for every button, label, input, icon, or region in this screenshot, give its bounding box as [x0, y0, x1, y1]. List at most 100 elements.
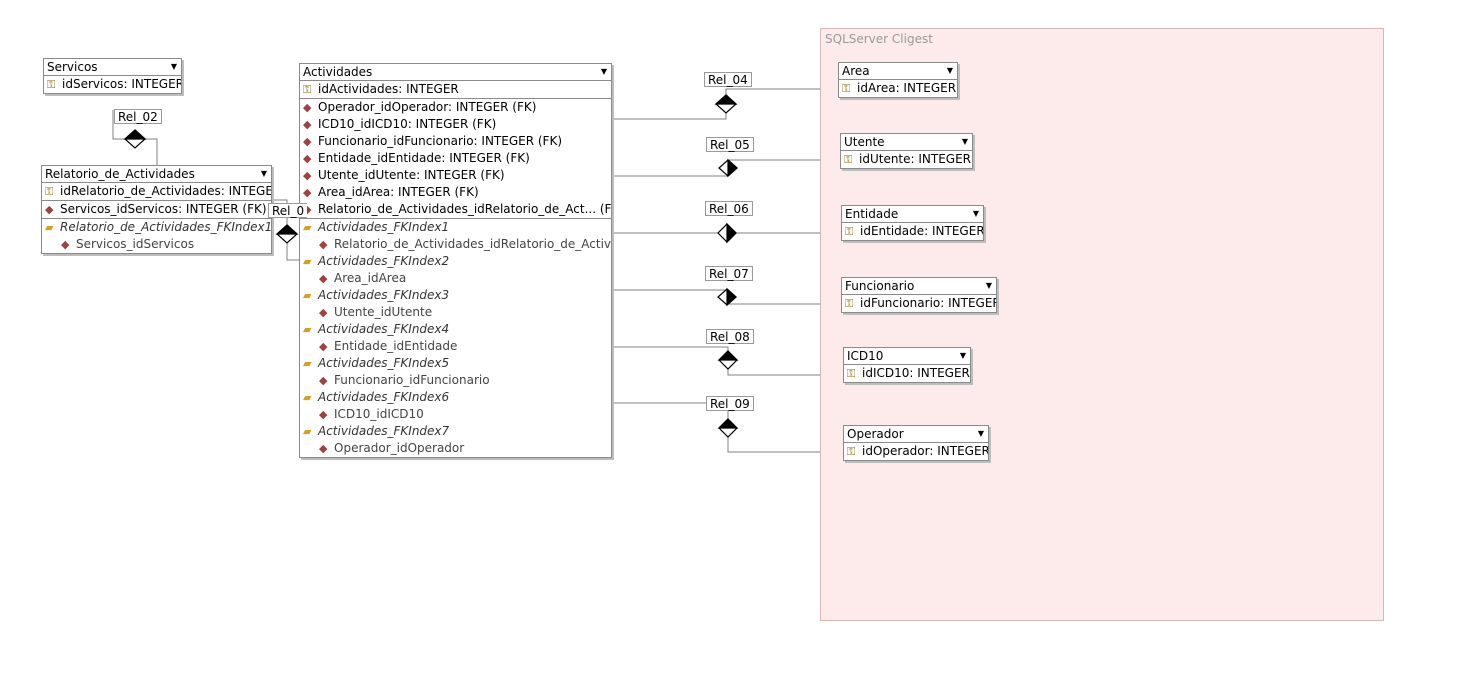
foreign-key-column[interactable]: ◆Area_idArea: INTEGER (FK) [300, 184, 611, 201]
index-column[interactable]: ◆Area_idArea [300, 270, 611, 287]
foreign-key-column[interactable]: ◆ Servicos_idServicos: INTEGER (FK) [42, 201, 271, 219]
chevron-down-icon[interactable]: ▼ [170, 62, 177, 71]
entity-title[interactable]: Servicos ▼ [44, 59, 181, 76]
primary-key-column[interactable]: ⚿ idServicos: INTEGER [44, 76, 181, 93]
rel-03-label[interactable]: Rel_0 [268, 203, 308, 218]
entity-utente[interactable]: Utente ▼ ⚿ idUtente: INTEGER [840, 133, 973, 169]
index-label: Relatorio_de_Actividades_FKIndex1 [60, 220, 271, 234]
chevron-down-icon[interactable]: ▼ [600, 67, 607, 76]
diamond-icon: ◆ [303, 152, 312, 165]
chevron-down-icon[interactable]: ▼ [961, 137, 968, 146]
diamond-icon: ◆ [61, 238, 70, 251]
key-icon: ⚿ [845, 297, 854, 310]
index-column[interactable]: ◆Relatorio_de_Actividades_idRelatorio_de… [300, 236, 611, 253]
entity-icd10[interactable]: ICD10 ▼ ⚿ idICD10: INTEGER [843, 347, 971, 383]
column-label: Funcionario_idFuncionario: INTEGER (FK) [318, 134, 563, 148]
column-label: ICD10_idICD10 [334, 407, 424, 421]
index-item[interactable]: ▰Actividades_FKIndex1 [300, 219, 611, 236]
column-label: idEntidade: INTEGER [860, 224, 983, 238]
foreign-key-column[interactable]: ◆Funcionario_idFuncionario: INTEGER (FK) [300, 133, 611, 150]
index-column[interactable]: ◆Operador_idOperador [300, 440, 611, 457]
entity-title[interactable]: Operador ▼ [844, 426, 988, 443]
rel-02-label[interactable]: Rel_02 [114, 109, 162, 124]
entity-relatorio-de-actividades[interactable]: Relatorio_de_Actividades ▼ ⚿ idRelatorio… [41, 165, 272, 254]
rel-07-label[interactable]: Rel_07 [705, 266, 753, 281]
rel-06-label[interactable]: Rel_06 [705, 201, 753, 216]
entity-operador[interactable]: Operador ▼ ⚿ idOperador: INTEGER [843, 425, 989, 461]
diamond-icon: ◆ [303, 169, 312, 182]
foreign-key-column[interactable]: ◆Relatorio_de_Actividades_idRelatorio_de… [300, 201, 611, 219]
rel-04-line [612, 88, 840, 120]
key-icon: ⚿ [847, 367, 856, 380]
rel-04-label[interactable]: Rel_04 [704, 72, 752, 87]
chevron-down-icon[interactable]: ▼ [985, 281, 992, 290]
index-item[interactable]: ▰Actividades_FKIndex6 [300, 389, 611, 406]
column-label: idFuncionario: INTEGER [860, 296, 996, 310]
primary-key-column[interactable]: ⚿ idActividades: INTEGER [300, 81, 611, 99]
chevron-down-icon[interactable]: ▼ [972, 209, 979, 218]
entity-title[interactable]: Utente ▼ [841, 134, 972, 151]
foreign-key-column[interactable]: ◆Operador_idOperador: INTEGER (FK) [300, 99, 611, 116]
chevron-down-icon[interactable]: ▼ [946, 66, 953, 75]
foreign-key-column[interactable]: ◆ICD10_idICD10: INTEGER (FK) [300, 116, 611, 133]
primary-key-column[interactable]: ⚿ idRelatorio_de_Actividades: INTEGER [42, 183, 271, 201]
primary-key-column[interactable]: ⚿ idEntidade: INTEGER [842, 223, 983, 240]
folder-icon: ▰ [303, 357, 312, 370]
entity-name: Utente [844, 135, 885, 149]
index-column[interactable]: ◆ Servicos_idServicos [42, 236, 271, 253]
entity-name: Entidade [845, 207, 899, 221]
primary-key-column[interactable]: ⚿ idFuncionario: INTEGER [842, 295, 996, 312]
rel-07-diamond [717, 287, 737, 307]
entity-name: Servicos [47, 60, 98, 74]
entity-title[interactable]: Funcionario ▼ [842, 278, 996, 295]
index-item[interactable]: ▰Actividades_FKIndex7 [300, 423, 611, 440]
column-label: Utente_idUtente: INTEGER (FK) [318, 168, 505, 182]
index-item[interactable]: ▰ Relatorio_de_Actividades_FKIndex1 [42, 219, 271, 236]
index-item[interactable]: ▰Actividades_FKIndex4 [300, 321, 611, 338]
index-column[interactable]: ◆ICD10_idICD10 [300, 406, 611, 423]
rel-05-label[interactable]: Rel_05 [706, 137, 754, 152]
primary-key-column[interactable]: ⚿ idICD10: INTEGER [844, 365, 970, 382]
index-item[interactable]: ▰Actividades_FKIndex3 [300, 287, 611, 304]
index-item[interactable]: ▰Actividades_FKIndex2 [300, 253, 611, 270]
chevron-down-icon[interactable]: ▼ [260, 169, 267, 178]
foreign-key-column[interactable]: ◆ Entidade_idEntidade: INTEGER (FK) [300, 150, 611, 167]
primary-key-column[interactable]: ⚿ idUtente: INTEGER [841, 151, 972, 168]
foreign-key-column[interactable]: ◆ Utente_idUtente: INTEGER (FK) [300, 167, 611, 184]
entity-entidade[interactable]: Entidade ▼ ⚿ idEntidade: INTEGER [841, 205, 984, 241]
index-column[interactable]: ◆ Utente_idUtente [300, 304, 611, 321]
entity-title[interactable]: Actividades ▼ [300, 64, 611, 81]
column-label: Entidade_idEntidade: INTEGER (FK) [318, 151, 530, 165]
index-label: Actividades_FKIndex3 [318, 288, 450, 302]
rel-08-label[interactable]: Rel_08 [706, 329, 754, 344]
entity-actividades[interactable]: Actividades ▼ ⚿ idActividades: INTEGER ◆… [299, 63, 612, 458]
index-column[interactable]: ◆Entidade_idEntidade [300, 338, 611, 355]
primary-key-column[interactable]: ⚿ idArea: INTEGER [839, 80, 957, 97]
entity-name: Actividades [303, 65, 373, 79]
entity-area[interactable]: Area ▼ ⚿ idArea: INTEGER [838, 62, 958, 98]
diamond-icon: ◆ [319, 442, 328, 455]
column-label: Servicos_idServicos: INTEGER (FK) [60, 202, 267, 216]
index-item[interactable]: ▰Actividades_FKIndex5 [300, 355, 611, 372]
entity-funcionario[interactable]: Funcionario ▼ ⚿ idFuncionario: INTEGER [841, 277, 997, 313]
entity-title[interactable]: Entidade ▼ [842, 206, 983, 223]
column-label: Utente_idUtente [334, 305, 433, 319]
entity-title[interactable]: ICD10 ▼ [844, 348, 970, 365]
column-label: idServicos: INTEGER [62, 77, 181, 91]
entity-name: ICD10 [847, 349, 884, 363]
chevron-down-icon[interactable]: ▼ [977, 429, 984, 438]
rel-06-diamond [717, 222, 737, 244]
entity-title[interactable]: Relatorio_de_Actividades ▼ [42, 166, 271, 183]
index-column[interactable]: ◆Funcionario_idFuncionario [300, 372, 611, 389]
rel-05-line [612, 159, 841, 177]
entity-servicos[interactable]: Servicos ▼ ⚿ idServicos: INTEGER [43, 58, 182, 94]
diamond-icon: ◆ [303, 118, 312, 131]
index-label: Actividades_FKIndex7 [318, 424, 450, 438]
primary-key-column[interactable]: ⚿ idOperador: INTEGER [844, 443, 988, 460]
folder-icon: ▰ [303, 221, 312, 234]
rel-02-diamond [123, 129, 147, 149]
diamond-icon: ◆ [319, 306, 328, 319]
entity-title[interactable]: Area ▼ [839, 63, 957, 80]
rel-09-label[interactable]: Rel_09 [706, 396, 754, 411]
chevron-down-icon[interactable]: ▼ [959, 351, 966, 360]
